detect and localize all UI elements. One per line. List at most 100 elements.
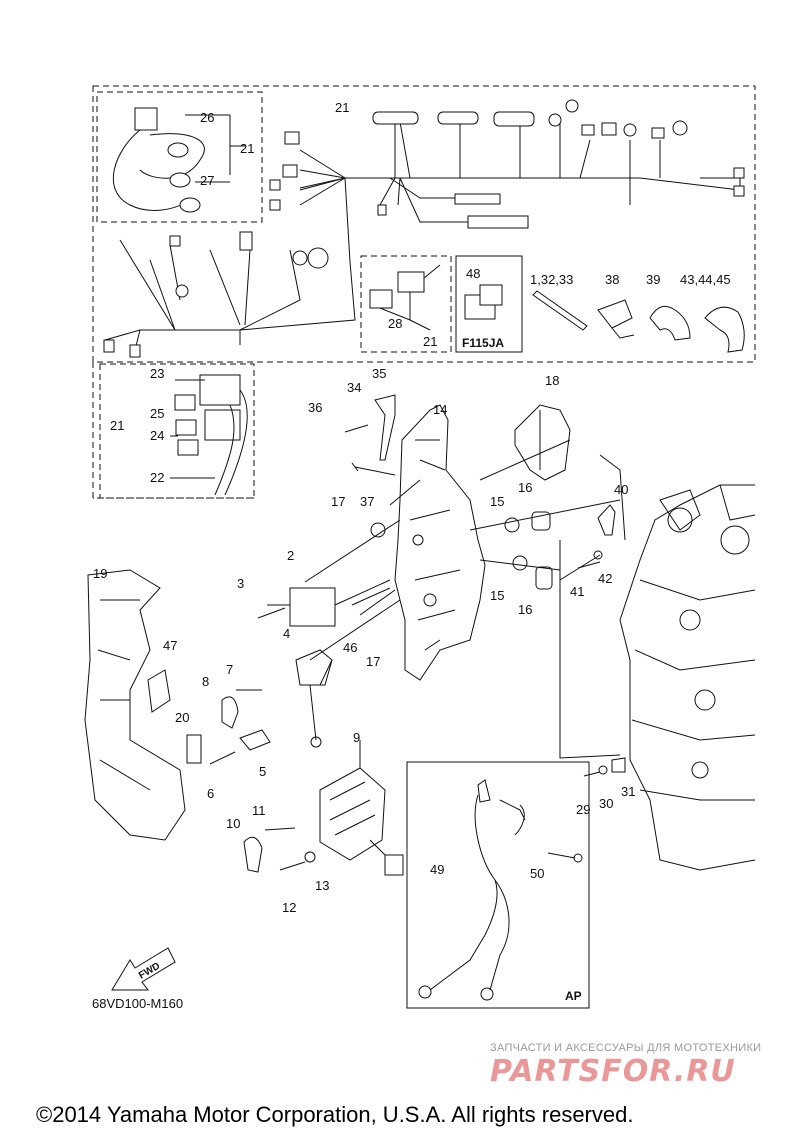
watermark-brand: PARTSFOR.RU xyxy=(490,1054,736,1089)
sub-harness-26-27 xyxy=(112,107,245,213)
relay-2 xyxy=(289,587,336,627)
callout: 2 xyxy=(287,548,294,563)
relay-28 xyxy=(369,264,441,331)
bracket-5 xyxy=(239,729,271,751)
screw-6 xyxy=(209,751,236,765)
callout: 9 xyxy=(353,730,360,745)
bracket-40 xyxy=(597,504,616,536)
sub-harness-frame xyxy=(96,91,263,223)
callout: 1,32,33 xyxy=(530,272,573,287)
washer-13 xyxy=(304,851,316,863)
wire-harness-main xyxy=(140,177,741,331)
callout: 4 xyxy=(283,626,290,641)
callout: 21 xyxy=(110,418,124,433)
callout: 36 xyxy=(308,400,322,415)
harness-group-frame xyxy=(92,85,756,363)
callout: 25 xyxy=(150,406,164,421)
callout: 21 xyxy=(240,141,254,156)
cap-8 xyxy=(221,696,239,729)
fwd-arrow xyxy=(111,947,176,991)
callout: 5 xyxy=(259,764,266,779)
relay-frame xyxy=(360,255,452,353)
copyright-notice: ©2014 Yamaha Motor Corporation, U.S.A. A… xyxy=(36,1102,634,1127)
bracket-14 xyxy=(394,404,486,681)
washer-42 xyxy=(593,550,603,560)
holder-18 xyxy=(479,404,571,481)
callout: 29 xyxy=(576,802,590,817)
callout: 14 xyxy=(433,402,447,417)
callout: 37 xyxy=(360,494,374,509)
callout: 18 xyxy=(545,373,559,388)
callout: 35 xyxy=(372,366,386,381)
callout: 26 xyxy=(200,110,214,125)
f115ja-frame xyxy=(455,255,523,353)
callout: 6 xyxy=(207,786,214,801)
f115ja-tag: F115JA xyxy=(462,336,504,350)
grommet-15-lower xyxy=(512,555,528,571)
callout: 38 xyxy=(605,272,619,287)
callout: 47 xyxy=(163,638,177,653)
holder-35 xyxy=(374,394,396,461)
collar-31 xyxy=(611,757,626,773)
callout: 34 xyxy=(347,380,361,395)
screw-12 xyxy=(279,861,306,871)
callout: 3 xyxy=(237,576,244,591)
callout: 17 xyxy=(366,654,380,669)
battery-cable-49 xyxy=(418,779,583,1001)
callout: 42 xyxy=(598,571,612,586)
callout: 28 xyxy=(388,316,402,331)
bolt-29 xyxy=(583,771,601,777)
callout: 16 xyxy=(518,480,532,495)
cover-19 xyxy=(84,569,186,841)
callout: 46 xyxy=(343,640,357,655)
callout: 11 xyxy=(252,803,266,818)
callout: 19 xyxy=(93,566,107,581)
collar-16-upper xyxy=(531,511,551,531)
relay-48 xyxy=(464,284,503,320)
clamp-39 xyxy=(649,305,691,341)
callout: 40 xyxy=(614,482,628,497)
fuse-frame xyxy=(99,363,255,499)
callout: 49 xyxy=(430,862,444,877)
screw-11 xyxy=(264,827,296,831)
group-outline xyxy=(92,362,254,499)
callout: 48 xyxy=(466,266,480,281)
harness-connectors xyxy=(103,99,745,358)
callout: 41 xyxy=(570,584,584,599)
callout: 21 xyxy=(335,100,349,115)
callout: 22 xyxy=(150,470,164,485)
callout: 39 xyxy=(646,272,660,287)
callout: 50 xyxy=(530,866,544,881)
fwd-label: FWD xyxy=(137,961,162,982)
callout: 20 xyxy=(175,710,189,725)
callout: 30 xyxy=(599,796,613,811)
label-47 xyxy=(147,669,171,713)
ap-tag: AP xyxy=(565,989,582,1003)
callout: 43,44,45 xyxy=(680,272,731,287)
grommet-15-upper xyxy=(504,517,520,533)
callout-labels: 21 26 21 27 48 1,32,33 38 39 43,44,45 28… xyxy=(93,100,731,1003)
part-4 xyxy=(295,649,333,741)
clamp-43-45 xyxy=(704,306,745,353)
cap-10 xyxy=(243,836,263,873)
callout: 16 xyxy=(518,602,532,617)
callout: 27 xyxy=(200,173,214,188)
clamp-38 xyxy=(597,299,635,339)
callout: 7 xyxy=(226,662,233,677)
callout: 12 xyxy=(282,900,296,915)
callout: 15 xyxy=(490,494,504,509)
callout: 8 xyxy=(202,674,209,689)
bolt-46 xyxy=(351,587,391,606)
diagram-code: 68VD100-M160 xyxy=(92,996,184,1011)
rectifier-9 xyxy=(319,740,404,876)
callout: 23 xyxy=(150,366,164,381)
screw-3 xyxy=(257,607,286,619)
fuse-assembly xyxy=(170,374,248,496)
callout: 10 xyxy=(226,816,240,831)
cable-tie xyxy=(532,290,588,331)
collar-16-lower xyxy=(535,566,553,590)
bolt-17-upper xyxy=(351,462,396,476)
callout: 21 xyxy=(423,334,437,349)
holder-20 xyxy=(186,734,202,764)
